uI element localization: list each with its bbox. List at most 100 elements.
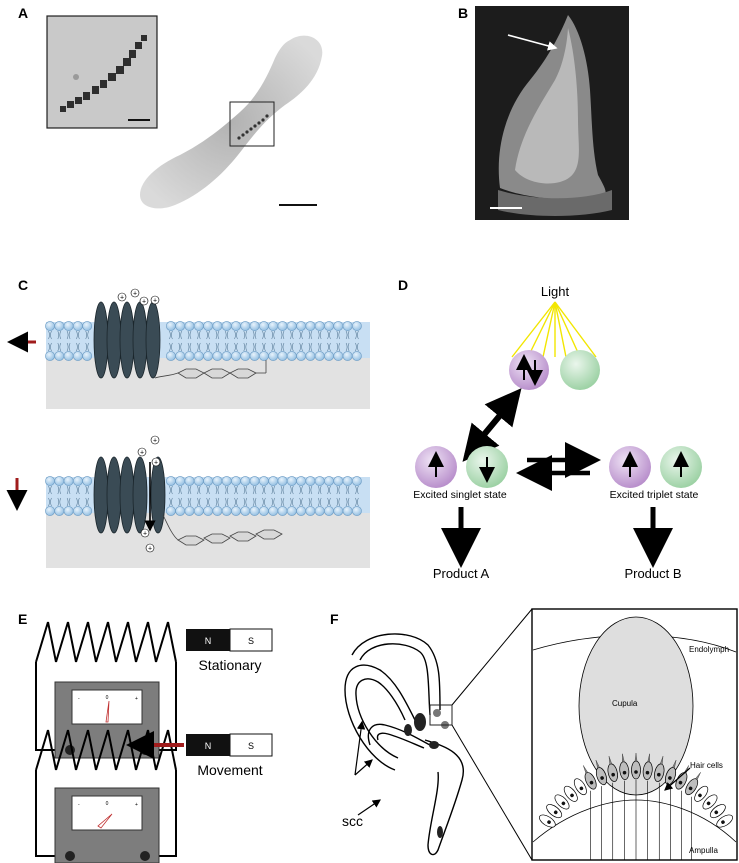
lipid-head — [314, 476, 325, 486]
lipid-head — [268, 506, 279, 516]
lipid-head — [54, 476, 65, 486]
magnetosome-chain — [237, 114, 269, 140]
lipid-head — [212, 351, 223, 361]
hair-cell — [546, 804, 563, 819]
magnet-n-label: N — [205, 636, 212, 646]
lipid-head — [333, 321, 344, 331]
lipid-tail — [66, 330, 71, 352]
tooth-base — [498, 190, 612, 216]
magnet-s-label: S — [248, 636, 254, 646]
meter-minus: - — [78, 696, 80, 702]
lipid-head — [231, 351, 241, 361]
ampulla-spots — [433, 709, 449, 729]
ion-plus: + — [133, 291, 137, 298]
lipid-tail — [308, 485, 313, 507]
lipid-tail — [215, 330, 220, 352]
endolymph-label: Endolymph — [689, 645, 729, 654]
lipid-tail — [271, 330, 275, 352]
cupula-label: Cupula — [612, 699, 638, 708]
lipid-head — [286, 321, 297, 331]
lipid-head — [212, 506, 223, 516]
channel-protein-closed — [93, 301, 161, 379]
lipid-head — [240, 476, 251, 486]
lipid-head — [175, 321, 186, 331]
lipid-head — [221, 351, 232, 361]
lipid-head — [165, 321, 176, 331]
zoom-line-bottom — [451, 724, 533, 861]
lipid-tail — [187, 485, 192, 507]
ion-plus: + — [140, 450, 144, 457]
lipid-tail — [197, 330, 201, 352]
lipid-tail — [169, 330, 173, 352]
lipid-head — [277, 351, 288, 361]
ion-plus: + — [154, 460, 158, 467]
lipid-head — [184, 506, 195, 516]
hair-cell — [573, 778, 587, 796]
lipid-head — [249, 506, 260, 516]
lipid-head — [184, 321, 195, 331]
hair-cell — [665, 759, 677, 786]
ampulla-detail: Cupula Endolymph Hair cells Ampulla — [531, 608, 738, 861]
singlet-label: Excited singlet state — [413, 489, 507, 501]
lipid-head — [203, 321, 213, 331]
stationary-label: Stationary — [198, 657, 261, 673]
panel-c-label: C — [18, 277, 28, 293]
lipid-head — [268, 351, 279, 361]
lipid-head — [333, 351, 344, 361]
lipid-head — [231, 506, 241, 516]
ampulla-label: Ampulla — [689, 846, 718, 855]
lipid-tail — [336, 485, 341, 507]
lipid-head — [82, 321, 93, 331]
lipid-head — [240, 321, 251, 331]
lipid-tail — [187, 330, 192, 352]
lipid-tail — [327, 485, 331, 507]
zoom-line-top — [451, 608, 533, 706]
lipid-head — [212, 321, 223, 331]
lipid-tail — [271, 485, 275, 507]
lipid-head — [231, 476, 241, 486]
magnet-s-label: S — [248, 741, 254, 751]
lipid-tail — [76, 330, 80, 352]
lipid-head — [193, 351, 204, 361]
lipid-head — [277, 506, 288, 516]
product-b-label: Product B — [624, 566, 681, 581]
lipid-tail — [345, 330, 350, 352]
hair-cell — [563, 785, 578, 802]
lipid-tail — [206, 330, 210, 352]
ion-symbols-upper: + + + + — [117, 288, 160, 306]
lipid-head — [296, 321, 306, 331]
singlet-pair — [415, 446, 508, 488]
ion-plus: + — [143, 531, 147, 538]
hair-cells-pointer — [664, 767, 691, 791]
meter-plus: + — [135, 802, 138, 808]
lipid-head — [203, 506, 213, 516]
lipid-tail — [317, 330, 322, 352]
lipid-head — [314, 351, 325, 361]
lipid-head — [296, 506, 306, 516]
lipid-head — [82, 506, 93, 516]
inset-magnetosome-chain — [60, 35, 147, 112]
galvanometer-lower: - 0 + — [54, 787, 160, 863]
lipid-head — [203, 351, 213, 361]
lipid-head — [63, 321, 74, 331]
lipid-head — [63, 506, 74, 516]
lipid-head — [193, 476, 204, 486]
hair-cell — [607, 756, 618, 782]
lipid-tail — [215, 485, 220, 507]
tooth-inner — [515, 28, 579, 184]
lipid-head — [54, 351, 65, 361]
meter-zero: 0 — [106, 695, 109, 701]
lipid-head — [63, 351, 74, 361]
lipid-tail — [234, 485, 238, 507]
hair-cell — [619, 753, 630, 780]
bacterium-cell — [140, 35, 323, 209]
otolith-organs — [404, 713, 443, 838]
meter-needle — [105, 700, 110, 723]
lipid-head — [286, 476, 297, 486]
panel-a-label: A — [18, 5, 28, 21]
lipid-head — [296, 351, 306, 361]
magnet-stationary: N S — [186, 628, 273, 652]
panel-f: F scc — [330, 608, 738, 861]
lipid-head — [258, 321, 269, 331]
lipid-tail — [85, 330, 89, 352]
